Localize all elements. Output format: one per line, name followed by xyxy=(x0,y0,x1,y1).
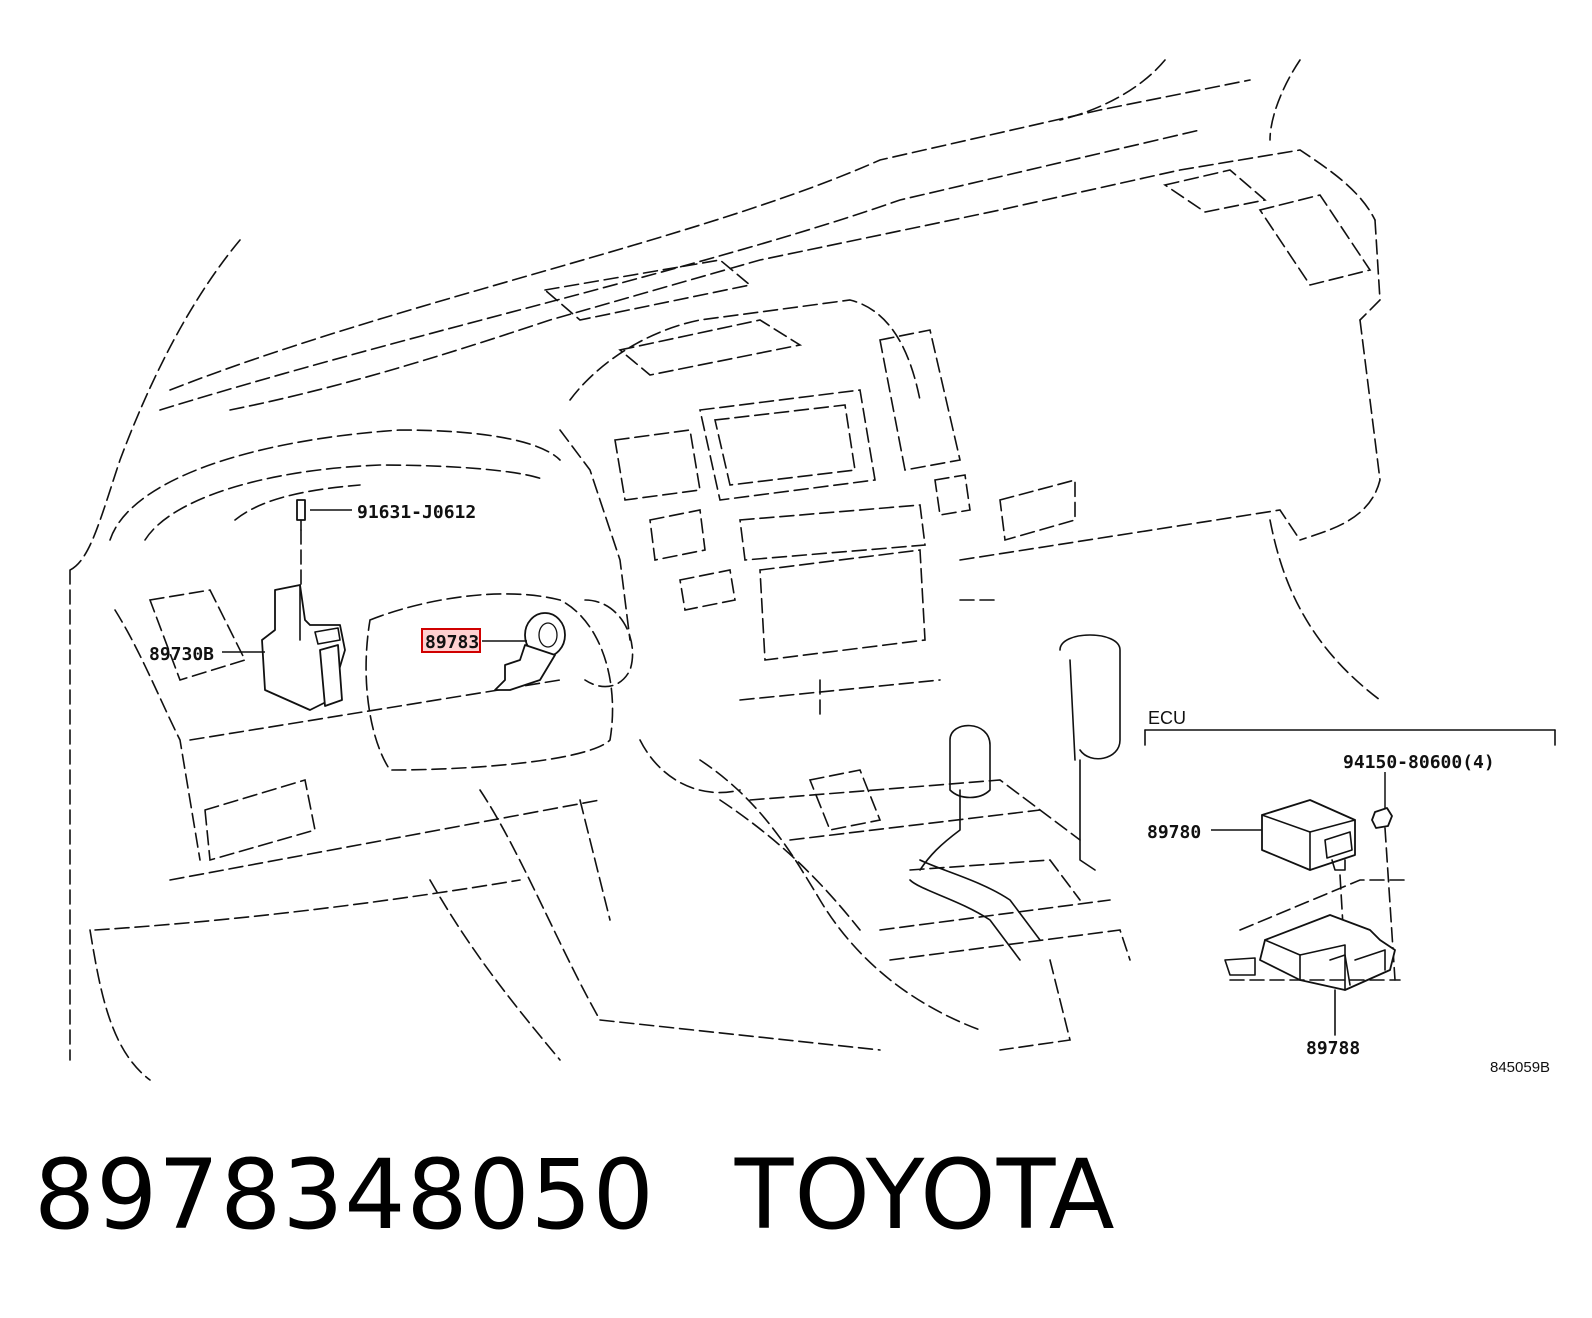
callout-89780: 89780 xyxy=(1147,822,1201,843)
leader-lines xyxy=(222,509,1386,831)
callout-94150-80600: 94150-80600(4) xyxy=(1343,752,1495,773)
reference-code: 845059B xyxy=(1490,1059,1550,1076)
footer-caption: 8978348050 TOYOTA xyxy=(34,1135,1116,1255)
callout-ecu: ECU xyxy=(1148,708,1186,728)
brand-name: TOYOTA xyxy=(734,1139,1116,1251)
shift-levers xyxy=(909,634,1121,961)
highlight-box xyxy=(421,628,481,653)
dashboard-linework xyxy=(69,59,1381,1081)
callout-91631-j0612: 91631-J0612 xyxy=(357,502,476,523)
part-number: 8978348050 xyxy=(34,1139,655,1251)
ecu-group xyxy=(1144,729,1556,1036)
callout-89730b: 89730B xyxy=(149,644,214,665)
callout-89783: 89783 xyxy=(425,632,479,653)
callout-89788: 89788 xyxy=(1306,1038,1360,1059)
module-89730b-assembly xyxy=(261,499,346,711)
part-89783-shape xyxy=(494,612,566,691)
